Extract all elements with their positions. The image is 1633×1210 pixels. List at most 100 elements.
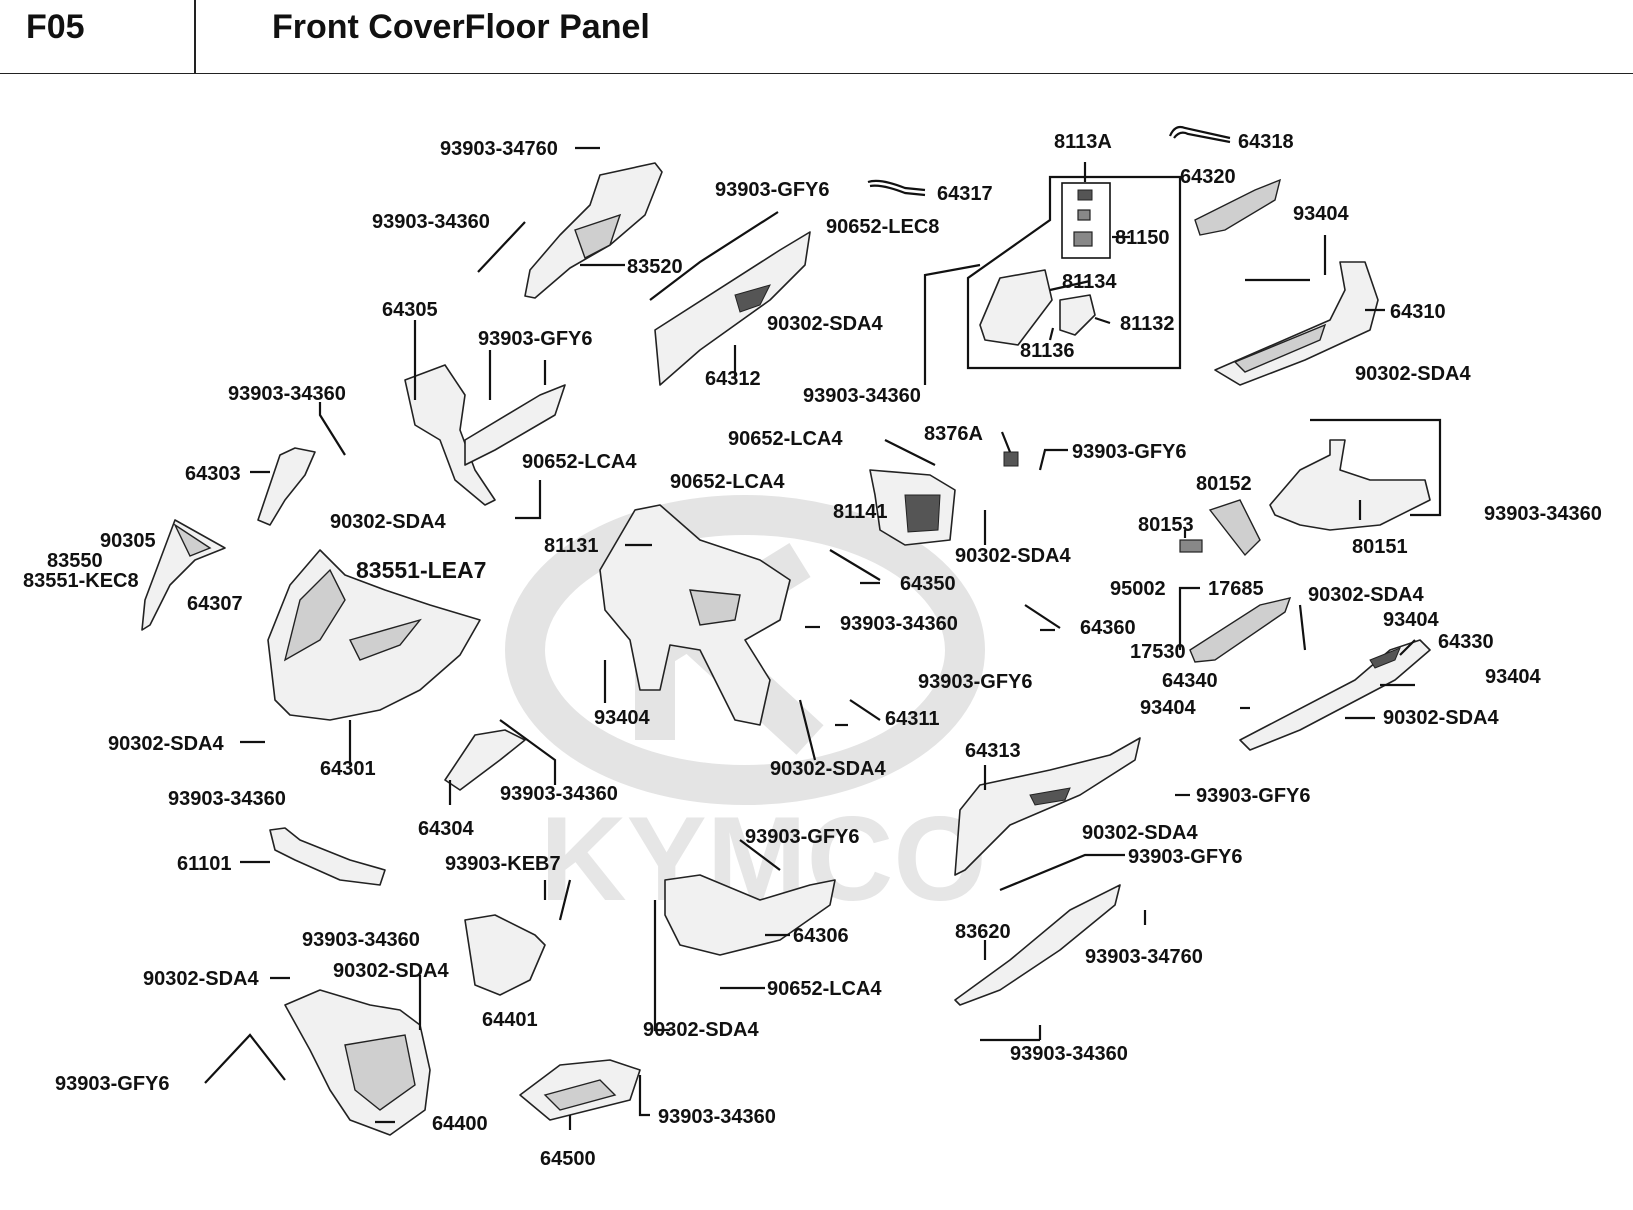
callout-label: 93903-34760: [1085, 946, 1203, 968]
part-64310-illustration: [1214, 261, 1379, 386]
part-80151-illustration: [1269, 439, 1431, 531]
part-64301-illustration: [267, 549, 481, 721]
part-64500-illustration: [519, 1059, 641, 1121]
callout-label: 93404: [594, 707, 650, 729]
part-64312-illustration: [654, 231, 811, 386]
callout-label: 90302-SDA4: [1383, 707, 1500, 729]
callout-label: 83551-KEC8: [23, 570, 139, 592]
callout-label: 93903-34360: [372, 211, 490, 233]
callout-label: 64360: [1080, 617, 1136, 639]
callout-label: 81136: [1020, 340, 1075, 362]
callout-label: 83620: [955, 921, 1011, 943]
callout-label: 80151: [1352, 536, 1408, 558]
callout-label: 81131: [544, 535, 599, 557]
callout-label: 93903-GFY6: [55, 1073, 170, 1095]
callout-label: 90302-SDA4: [1308, 584, 1425, 606]
callout-label: 93903-34360: [1010, 1043, 1128, 1065]
callout-label: 90302-SDA4: [333, 960, 450, 982]
callout-label: 81141: [833, 501, 888, 523]
callout-label: 64306: [793, 925, 849, 947]
callout-label: 93404: [1485, 666, 1541, 688]
callout-label: 93903-34760: [440, 138, 558, 160]
part-64330-illustration: [1239, 639, 1431, 751]
part-64340-illustration: [1189, 597, 1292, 663]
callout-label: 93903-GFY6: [478, 328, 593, 350]
callout-label: 83551-LEA7: [356, 557, 486, 583]
callout-label: 90302-SDA4: [770, 758, 887, 780]
part-80152-illustration: [1208, 499, 1261, 557]
callout-label: 8376A: [924, 423, 983, 445]
part-8113A-box: [966, 175, 1182, 370]
callout-label: 93903-GFY6: [918, 671, 1033, 693]
callout-label: 64304: [418, 818, 474, 840]
part-64317-illustration: [867, 179, 926, 197]
leader-lines: [204, 146, 1442, 1130]
part-83520-illustration: [524, 162, 663, 299]
callout-label: 90302-SDA4: [643, 1019, 760, 1041]
callout-label: 90652-LCA4: [728, 428, 843, 450]
callout-label: 64320: [1180, 166, 1236, 188]
callout-label: 17530: [1130, 641, 1186, 663]
callout-label: 90302-SDA4: [955, 545, 1072, 567]
callout-label: 90652-LCA4: [522, 451, 637, 473]
part-81141-illustration: [869, 469, 956, 546]
diagram-header: F05 Front CoverFloor Panel: [0, 0, 1633, 74]
callout-label: 64313: [965, 740, 1021, 762]
callout-label: 93903-KEB7: [445, 853, 561, 875]
callout-label: 64307: [187, 593, 243, 615]
callout-label: 64330: [1438, 631, 1494, 653]
part-80153-illustration: [1179, 539, 1203, 553]
callout-label: 83550: [47, 550, 103, 572]
callout-label: 64317: [937, 183, 993, 205]
part-64401-illustration: [464, 914, 546, 996]
callout-label: 93903-34360: [840, 613, 958, 635]
callout-label: 64318: [1238, 131, 1294, 153]
callout-label: 93903-34360: [803, 385, 921, 407]
callout-label: 61101: [177, 853, 232, 875]
callout-label: 81150: [1115, 227, 1170, 249]
callout-label: 8113A: [1054, 131, 1112, 153]
part-81131-illustration: [599, 504, 791, 726]
part-64320-illustration: [1194, 178, 1282, 236]
callout-label: 80153: [1138, 514, 1194, 536]
callout-label: 81132: [1120, 313, 1175, 335]
callout-label: 93903-34360: [658, 1106, 776, 1128]
part-64350-illustration: [829, 549, 881, 581]
callout-label: 90302-SDA4: [1355, 363, 1472, 385]
callout-label: 90302-SDA4: [1082, 822, 1199, 844]
part-64306-illustration: [664, 874, 836, 956]
callout-label: 64340: [1162, 670, 1218, 692]
header-divider: [194, 0, 196, 73]
callout-label: 90302-SDA4: [330, 511, 447, 533]
callout-label: 93903-GFY6: [1196, 785, 1311, 807]
callout-label: 64311: [885, 708, 940, 730]
callout-label: 95002: [1110, 578, 1166, 600]
callout-label: 83520: [627, 256, 683, 278]
callout-label: 90302-SDA4: [767, 313, 884, 335]
part-64304-illustration: [444, 729, 526, 791]
callout-label: 93903-GFY6: [1128, 846, 1243, 868]
callout-label: 93404: [1293, 203, 1349, 225]
diagram-title: Front CoverFloor Panel: [272, 8, 650, 46]
callout-label: 93903-GFY6: [715, 179, 830, 201]
callout-label: 93903-34360: [302, 929, 420, 951]
diagram-code: F05: [26, 8, 85, 46]
callout-label: 93404: [1140, 697, 1196, 719]
callout-label: 90652-LEC8: [826, 216, 939, 238]
callout-label: 90305: [100, 530, 156, 552]
part-64311-illustration: [849, 699, 881, 721]
callout-label: 64500: [540, 1148, 596, 1170]
part-83620-illustration: [954, 884, 1121, 1006]
part-64360-illustration: [1024, 604, 1061, 629]
callout-label: 64401: [482, 1009, 538, 1031]
part-64400-illustration: [284, 989, 431, 1136]
part-64307-illustration: [141, 519, 226, 631]
callout-label: 93903-34360: [168, 788, 286, 810]
callout-label: 93903-34360: [228, 383, 346, 405]
callout-label: 90652-LCA4: [767, 978, 882, 1000]
callout-label: 64312: [705, 368, 761, 390]
callout-label: 93404: [1383, 609, 1439, 631]
callout-label: 90302-SDA4: [108, 733, 225, 755]
part-64318-illustration: [1168, 125, 1231, 144]
